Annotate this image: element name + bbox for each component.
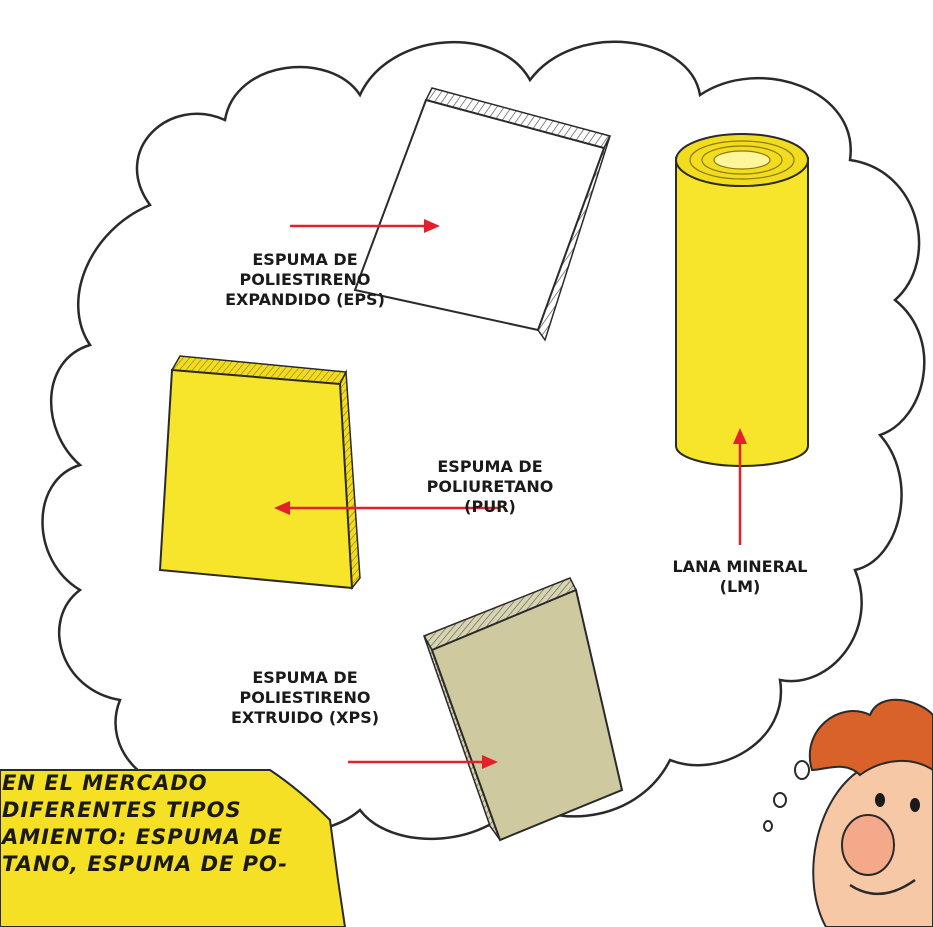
label-lm-line-2: (LM): [719, 577, 761, 596]
arrow-lm: [733, 428, 747, 545]
caption-line-3: AMIENTO: ESPUMA DE: [2, 825, 283, 849]
label-eps-line-2: POLIESTIRENO: [239, 270, 371, 289]
pur-board: [158, 355, 361, 590]
label-eps: ESPUMA DE POLIESTIRENO EXPANDIDO (EPS): [220, 250, 390, 310]
thought-bubbles: [763, 760, 810, 832]
label-xps-line-1: ESPUMA DE: [252, 668, 358, 687]
caption-bubble: [0, 769, 347, 927]
caption-line-2: DIFERENTES TIPOS: [2, 798, 242, 822]
arrow-pur: [274, 501, 500, 515]
caption-text: EN EL MERCADO DIFERENTES TIPOS AMIENTO: …: [0, 770, 340, 878]
label-pur-line-3: (PUR): [464, 497, 516, 516]
label-lm-line-1: LANA MINERAL: [672, 557, 808, 576]
label-pur-line-1: ESPUMA DE: [437, 457, 543, 476]
mineral-wool-roll: [675, 133, 809, 467]
eps-board: [353, 87, 612, 342]
label-xps: ESPUMA DE POLIESTIRENO EXTRUIDO (XPS): [220, 668, 390, 728]
label-xps-line-3: EXTRUIDO (XPS): [230, 708, 380, 727]
label-pur-line-2: POLIURETANO: [426, 477, 554, 496]
caption-line-4: TANO, ESPUMA DE PO-: [2, 852, 289, 876]
cartoon-person: [809, 698, 933, 927]
label-eps-line-1: ESPUMA DE: [252, 250, 358, 269]
caption-line-1: EN EL MERCADO: [2, 771, 208, 795]
arrow-xps: [348, 755, 498, 769]
label-lm: LANA MINERAL (LM): [660, 557, 820, 597]
label-pur: ESPUMA DE POLIURETANO (PUR): [410, 457, 570, 517]
label-xps-line-2: POLIESTIRENO: [239, 688, 371, 707]
arrow-eps: [290, 219, 440, 233]
label-eps-line-3: EXPANDIDO (EPS): [225, 290, 385, 309]
